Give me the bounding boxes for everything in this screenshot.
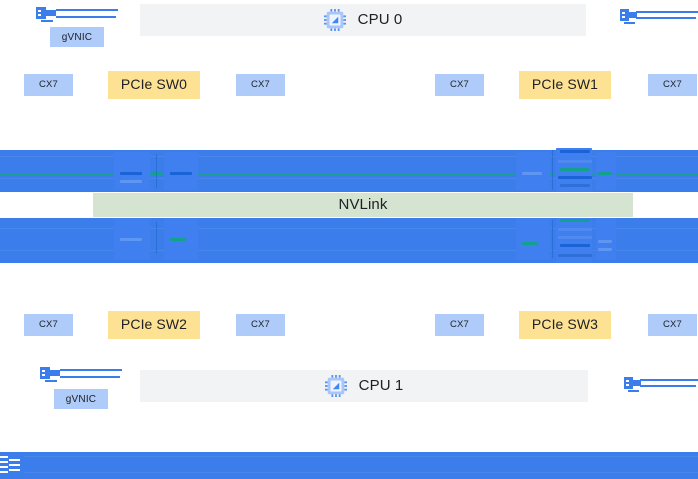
network-switch-icon [0, 450, 46, 479]
cx7-box-2[interactable]: CX7 [435, 74, 484, 96]
gvnic-cable-top-right [620, 8, 698, 28]
cpu-0-label: CPU 0 [357, 10, 403, 28]
network-switch-bar [0, 452, 698, 479]
cx7-box-1[interactable]: CX7 [236, 74, 285, 96]
pcie-sw3-label: PCIe SW3 [531, 316, 599, 333]
cpu-0-box[interactable]: CPU 0 [140, 4, 586, 36]
cx7-box-3[interactable]: CX7 [648, 74, 697, 96]
cpu-1-label: CPU 1 [358, 376, 404, 394]
cpu-chip-icon [324, 375, 347, 397]
pcie-sw1-label: PCIe SW1 [531, 76, 599, 93]
gvnic-box-top-left[interactable]: gVNIC [50, 27, 104, 47]
pcie-sw0-label: PCIe SW0 [120, 76, 188, 93]
cx7-box-7[interactable]: CX7 [648, 314, 697, 336]
pcie-sw0-box[interactable]: PCIe SW0 [108, 71, 200, 99]
cpu-chip-icon [323, 9, 346, 31]
gpu-cluster-upper-left [112, 146, 202, 194]
cx7-label: CX7 [662, 318, 683, 330]
pcie-sw1-box[interactable]: PCIe SW1 [519, 71, 611, 99]
gvnic-cable-bottom-left [40, 366, 122, 386]
gpu-cluster-lower-right [516, 218, 616, 263]
nvlink-label: NVLink [338, 195, 388, 213]
gpu-cluster-lower-left [112, 218, 202, 263]
cx7-box-4[interactable]: CX7 [24, 314, 73, 336]
gpu-cluster-upper-right [516, 146, 616, 194]
gpu-fabric-upper [0, 148, 698, 192]
gvnic-cable-top-left [36, 4, 118, 24]
cx7-box-6[interactable]: CX7 [435, 314, 484, 336]
cx7-box-0[interactable]: CX7 [24, 74, 73, 96]
nvlink-box[interactable]: NVLink [93, 193, 633, 217]
cx7-label: CX7 [38, 318, 59, 330]
gvnic-cable-bottom-right [624, 376, 698, 396]
pcie-sw3-box[interactable]: PCIe SW3 [519, 311, 611, 339]
cx7-label: CX7 [662, 78, 683, 90]
cx7-label: CX7 [250, 318, 271, 330]
gvnic-label: gVNIC [61, 31, 93, 43]
pcie-sw2-box[interactable]: PCIe SW2 [108, 311, 200, 339]
gvnic-label: gVNIC [65, 393, 97, 405]
cx7-label: CX7 [250, 78, 271, 90]
cx7-box-5[interactable]: CX7 [236, 314, 285, 336]
pcie-sw2-label: PCIe SW2 [120, 316, 188, 333]
cx7-label: CX7 [38, 78, 59, 90]
cpu-1-box[interactable]: CPU 1 [140, 370, 588, 402]
gvnic-box-bottom-left[interactable]: gVNIC [54, 389, 108, 409]
gpu-fabric-lower [0, 218, 698, 263]
cx7-label: CX7 [449, 318, 470, 330]
cx7-label: CX7 [449, 78, 470, 90]
